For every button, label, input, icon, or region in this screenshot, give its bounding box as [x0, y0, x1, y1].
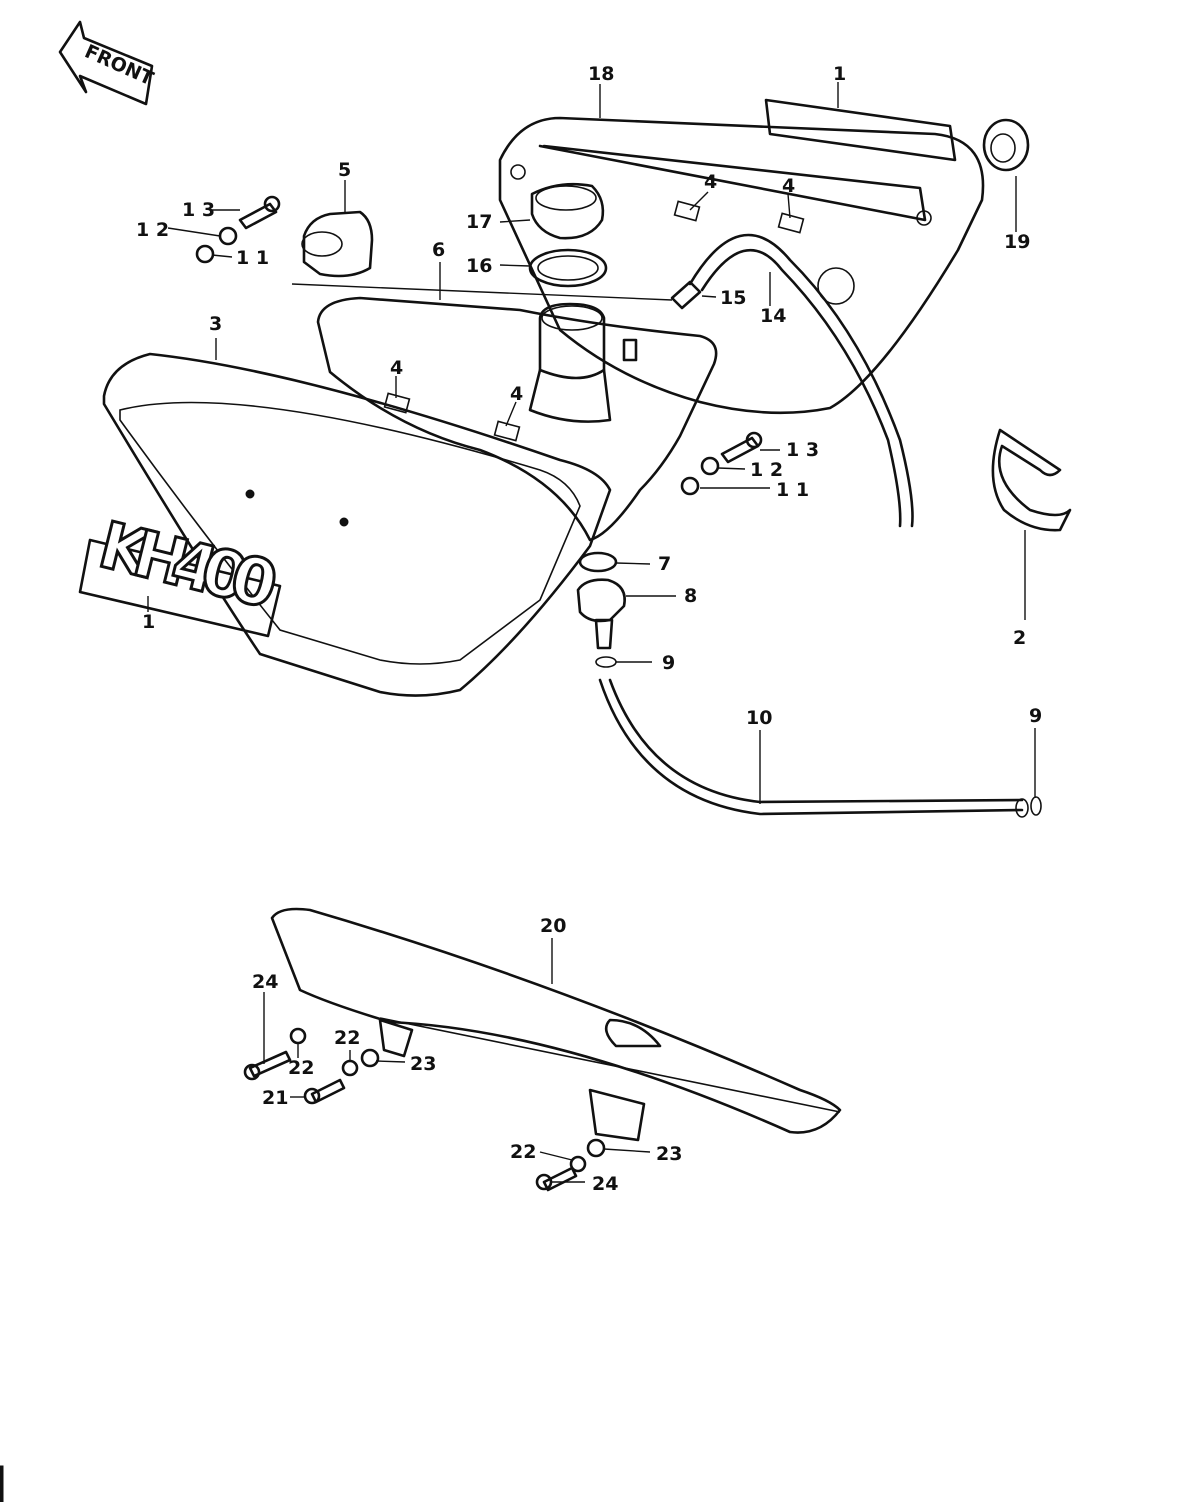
hose-clip-upper — [595, 656, 617, 668]
callout-labels: 18 1 5 1 3 1 2 1 1 17 16 4 4 19 6 15 14 … — [136, 63, 1042, 1195]
callout-23-left: 23 — [410, 1053, 436, 1075]
drain-hose-end — [1015, 798, 1029, 818]
bolt-21 — [303, 1078, 346, 1105]
callout-1-top: 1 — [833, 63, 846, 85]
callout-4-d: 4 — [510, 383, 523, 405]
washer-22-mid — [341, 1059, 359, 1077]
callout-7: 7 — [658, 553, 671, 575]
callout-9-b: 9 — [1029, 705, 1042, 727]
washer-23-left — [360, 1048, 380, 1068]
oil-tank — [316, 296, 718, 542]
callout-5: 5 — [338, 159, 351, 181]
callout-12-left: 1 2 — [136, 219, 169, 241]
callout-11-right: 1 1 — [776, 479, 809, 501]
chain-guard — [270, 907, 842, 1142]
callout-13-left: 1 3 — [182, 199, 215, 221]
edge-mark — [0, 1465, 4, 1502]
leader-lines — [147, 82, 1036, 1183]
lower-gasket — [578, 551, 618, 573]
callout-4-c: 4 — [390, 357, 403, 379]
callout-3: 3 — [209, 313, 222, 335]
washer-22-lower — [569, 1155, 587, 1173]
drain-cap — [576, 578, 626, 650]
washer-22-upper — [289, 1027, 307, 1045]
callout-21: 21 — [262, 1087, 288, 1109]
drain-hose — [598, 678, 1024, 816]
washer-23-right — [586, 1138, 606, 1158]
front-arrow: FRONT — [58, 20, 157, 106]
bolt-24-right — [535, 1166, 578, 1192]
callout-23-right: 23 — [656, 1143, 682, 1165]
kh400-emblem: KH400 — [78, 507, 286, 638]
callout-22-b: 22 — [288, 1057, 314, 1079]
cap-gasket — [528, 248, 608, 288]
bolt-13-left — [238, 195, 281, 230]
filler-neck — [301, 210, 374, 278]
callout-10: 10 — [746, 707, 772, 729]
bolt-24-left — [243, 1050, 292, 1081]
callout-18: 18 — [588, 63, 614, 85]
callout-4-b: 4 — [782, 175, 795, 197]
callout-19: 19 — [1004, 231, 1030, 253]
left-side-cover — [102, 352, 612, 697]
callout-11-left: 1 1 — [236, 247, 269, 269]
breather-hose — [688, 233, 914, 528]
emblem-text: KH400 — [92, 509, 285, 624]
callout-14: 14 — [760, 305, 786, 327]
callout-9-a: 9 — [662, 652, 675, 674]
callout-22-a: 22 — [334, 1027, 360, 1049]
callout-6: 6 — [432, 239, 445, 261]
washer-11-right — [680, 476, 700, 496]
callout-4-a: 4 — [704, 171, 717, 193]
hose-fitting — [670, 280, 702, 310]
grommet — [982, 118, 1030, 172]
callout-2: 2 — [1013, 627, 1026, 649]
callout-15: 15 — [720, 287, 746, 309]
callout-20: 20 — [540, 915, 566, 937]
hose-clip-lower — [1030, 796, 1042, 816]
callout-22-c: 22 — [510, 1141, 536, 1163]
clamp-band — [991, 428, 1072, 532]
callout-1-emblem: 1 — [142, 611, 155, 633]
washer-12-left — [218, 226, 238, 246]
callout-12-right: 1 2 — [750, 459, 783, 481]
callout-17: 17 — [466, 211, 492, 233]
callout-24-right: 24 — [592, 1173, 618, 1195]
callout-13-right: 1 3 — [786, 439, 819, 461]
oil-cap — [530, 182, 605, 240]
callout-8: 8 — [684, 585, 697, 607]
washer-12-right — [700, 456, 720, 476]
callout-16: 16 — [466, 255, 492, 277]
bolt-13-right — [720, 431, 763, 464]
callout-24-left: 24 — [252, 971, 278, 993]
washer-11-left — [195, 244, 215, 264]
